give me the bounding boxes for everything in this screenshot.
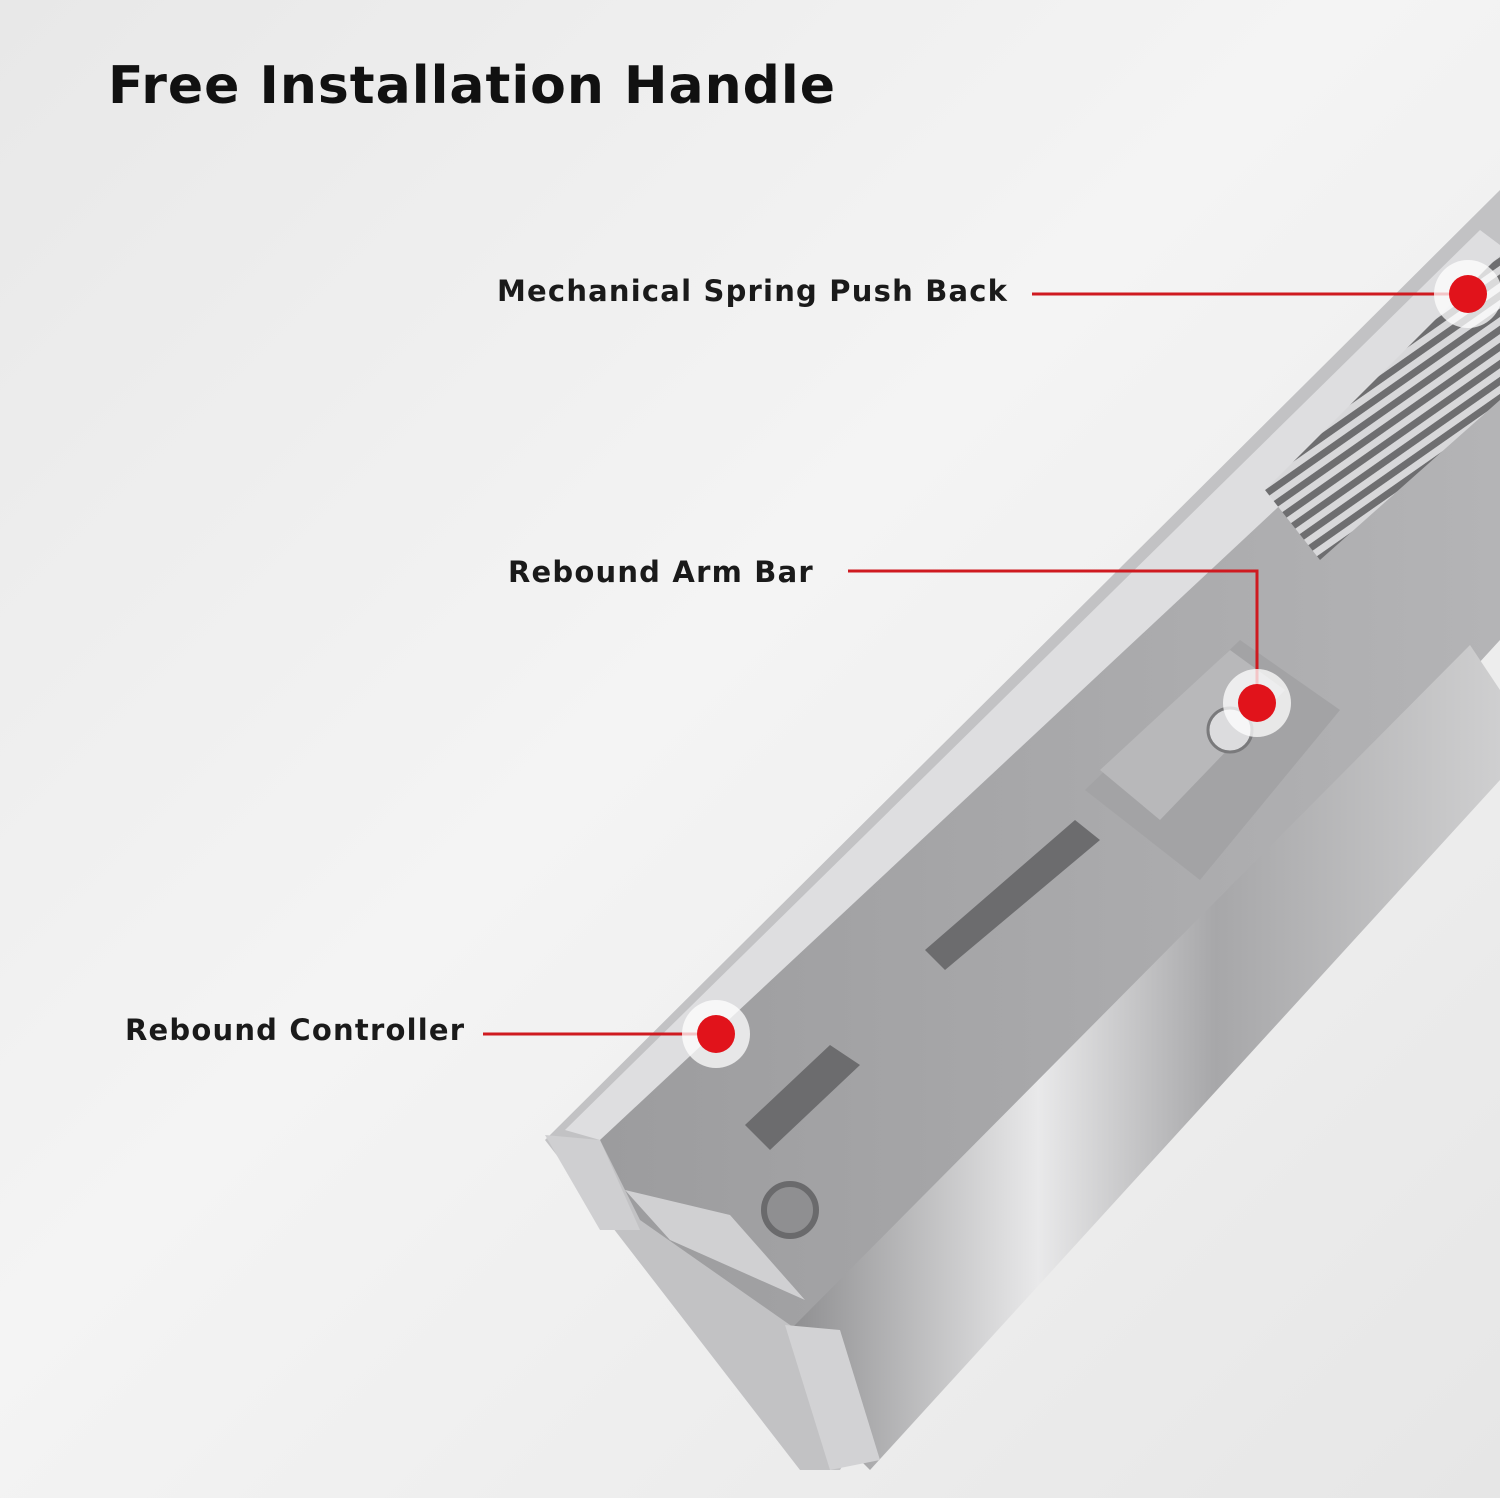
end-cap-3 bbox=[785, 1325, 880, 1470]
callout-label-spring: Mechanical Spring Push Back bbox=[497, 274, 1009, 308]
marker-dot-arm bbox=[1238, 684, 1276, 722]
end-cap-2 bbox=[625, 1190, 805, 1300]
screw-hole bbox=[761, 1181, 819, 1239]
callout-label-controller: Rebound Controller bbox=[125, 1013, 466, 1047]
marker-dot-controller bbox=[697, 1015, 735, 1053]
spring-coil bbox=[1265, 255, 1500, 560]
page-title: Free Installation Handle bbox=[108, 56, 836, 116]
bearing-rod bbox=[790, 645, 1500, 1470]
slot-upper bbox=[925, 820, 1100, 970]
end-cap-1 bbox=[545, 1135, 640, 1230]
marker-dot-spring bbox=[1449, 275, 1487, 313]
rail-top-edge bbox=[565, 230, 1500, 1140]
leader-line-arm bbox=[848, 569, 1259, 703]
slot-lower bbox=[745, 1045, 860, 1150]
callout-label-arm-bar: Rebound Arm Bar bbox=[508, 555, 814, 589]
